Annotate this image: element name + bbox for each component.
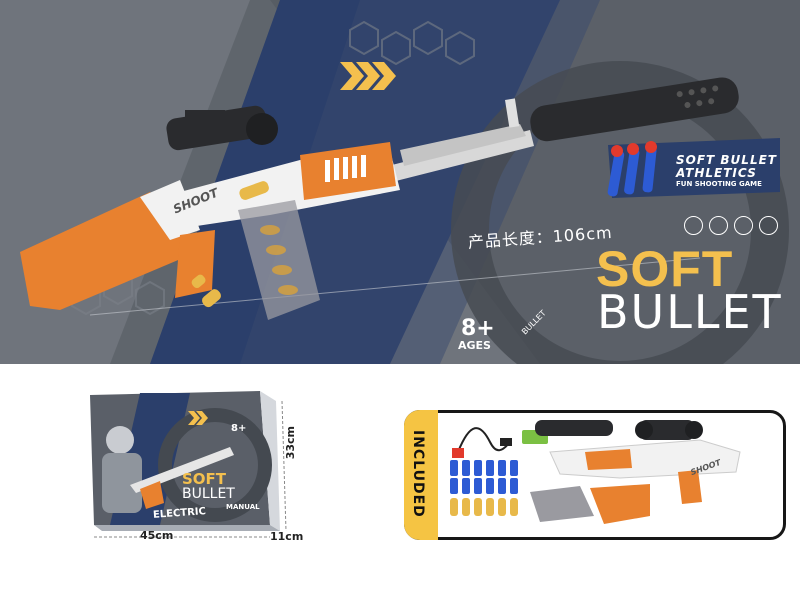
included-title: INCLUDED [410, 430, 426, 518]
included-tab [404, 410, 438, 540]
foam-darts-group [450, 460, 518, 494]
charger-cable-icon [452, 427, 512, 458]
badge-line1: SOFT BULLET [676, 153, 777, 167]
badge-line3: FUN SHOOTING GAME [676, 180, 762, 188]
feature-icon-4 [759, 216, 778, 235]
feature-icon-1 [684, 216, 703, 235]
foam-darts-icon [607, 141, 657, 197]
scope-icon [635, 420, 703, 440]
toy-rifle-image [20, 77, 739, 320]
silencer-icon [535, 420, 613, 436]
box-brand-bullet: BULLET [182, 486, 235, 502]
title-soft: SOFT [596, 241, 734, 297]
package-box-image [90, 391, 287, 538]
included-items-image [450, 420, 741, 524]
chevron-arrows-icon [340, 62, 396, 90]
box-height-label: 33cm [284, 426, 297, 460]
age-value: 8+ [461, 316, 495, 341]
box-width-label: 45cm [140, 529, 174, 542]
stock-icon [590, 484, 650, 524]
shells-group [450, 498, 518, 516]
feature-icon-2 [709, 216, 728, 235]
magazine-icon [530, 486, 594, 522]
title-bullet: BULLET [597, 285, 783, 339]
box-brand-soft: SOFT [182, 470, 227, 488]
included-rifle-icon [549, 439, 741, 524]
box-depth-label: 11cm [270, 530, 304, 543]
feature-icon-3 [734, 216, 753, 235]
box-age-value: 8+ [231, 423, 247, 434]
product-banner: 产品长度：106cm SOFT BULLET 8+ AGES BULLET SO… [0, 0, 800, 364]
badge-line2: ATHLETICS [676, 166, 757, 180]
feature-icons [684, 216, 778, 235]
age-label: AGES [458, 339, 491, 352]
box-mode-manual: MANUAL [226, 503, 260, 511]
